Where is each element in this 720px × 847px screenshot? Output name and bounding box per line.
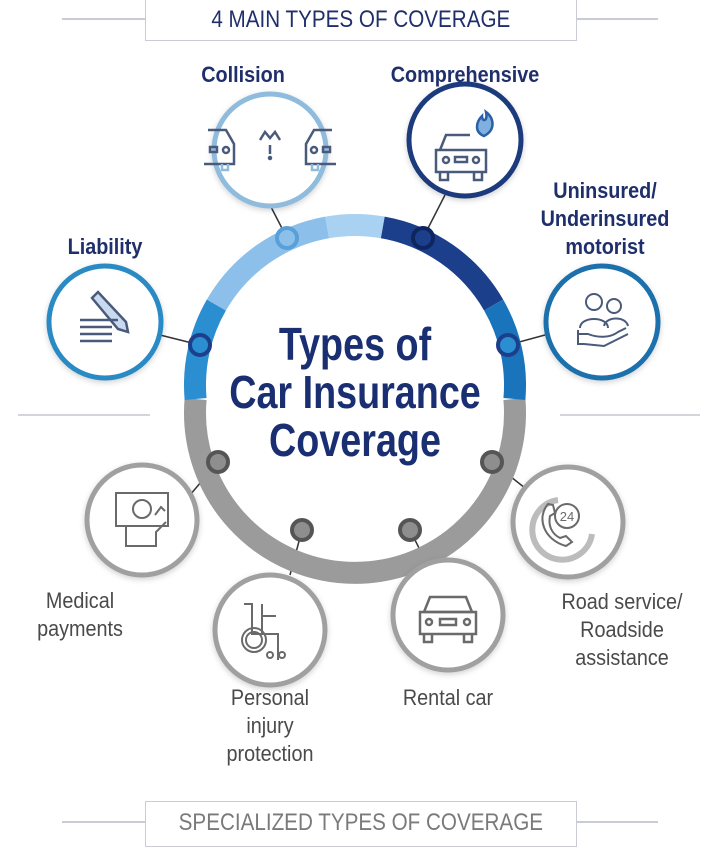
main-types-header-text: 4 MAIN TYPES OF COVERAGE <box>211 6 511 33</box>
uninsured-label-line: Underinsured <box>540 206 670 231</box>
uninsured-label: Uninsured/ Underinsured motorist <box>541 177 670 261</box>
medical-label-line: Medical <box>45 588 115 613</box>
medical-payments-label: Medical payments <box>37 587 123 643</box>
car-icon <box>418 595 478 644</box>
center-title-line-3: Coverage <box>269 414 441 466</box>
people-hand-icon <box>577 293 629 348</box>
comprehensive-node <box>406 81 524 199</box>
specialized-types-header: SPECIALIZED TYPES OF COVERAGE <box>145 801 577 847</box>
ring-segment-paleblue <box>325 213 385 239</box>
car-collision-icon <box>204 128 336 172</box>
road-service-label-line: Roadside <box>580 617 664 642</box>
footer-rule-right <box>575 821 658 823</box>
ring-nodes <box>188 226 520 542</box>
ring-segment-gray <box>184 398 526 584</box>
personal-injury-label: Personal injury protection <box>227 684 314 768</box>
personal-injury-label-line: protection <box>226 741 314 766</box>
ring-segment-navy <box>380 216 504 311</box>
liability-label: Liability <box>67 234 143 259</box>
specialized-types-header-text: SPECIALIZED TYPES OF COVERAGE <box>178 809 544 836</box>
uninsured-node <box>543 263 661 381</box>
personal-injury-node <box>212 572 328 688</box>
uninsured-label-line: motorist <box>565 234 645 259</box>
car-fire-icon <box>434 109 494 182</box>
footer-rule-left <box>62 821 145 823</box>
road-service-label-line: Road service/ <box>561 589 683 614</box>
comprehensive-label: Comprehensive <box>390 62 540 87</box>
divider-right <box>560 414 700 416</box>
uninsured-label-line: Uninsured/ <box>553 178 657 203</box>
personal-injury-label-line: Personal <box>230 685 310 710</box>
road-service-label: Road service/ Roadside assistance <box>561 588 682 672</box>
main-types-header: 4 MAIN TYPES OF COVERAGE <box>145 0 577 41</box>
phone-24-icon: 24 <box>529 497 595 563</box>
liability-node <box>46 263 164 381</box>
center-title-line-1: Types of <box>278 318 432 370</box>
personal-injury-label-line: injury <box>246 713 294 738</box>
road-service-node: 24 <box>510 464 626 580</box>
ring-segment-lightblue <box>206 216 330 311</box>
medical-bill-icon <box>115 492 169 547</box>
center-title-line-2: Car Insurance <box>229 366 481 418</box>
header-rule-right <box>575 18 658 20</box>
medical-label-line: payments <box>37 616 123 641</box>
collision-label: Collision <box>201 62 285 87</box>
medical-payments-node <box>84 462 200 578</box>
pencil-document-icon <box>80 290 130 343</box>
rental-car-node <box>390 557 506 673</box>
icon-24-text: 24 <box>560 509 574 524</box>
collision-node <box>204 91 336 209</box>
rental-car-label: Rental car <box>402 685 494 710</box>
wheelchair-icon <box>241 603 286 660</box>
divider-left <box>18 414 150 416</box>
road-service-label-line: assistance <box>575 645 669 670</box>
ring <box>184 213 526 584</box>
center-title: Types of Car Insurance Coverage <box>175 320 535 464</box>
header-rule-left <box>62 18 145 20</box>
